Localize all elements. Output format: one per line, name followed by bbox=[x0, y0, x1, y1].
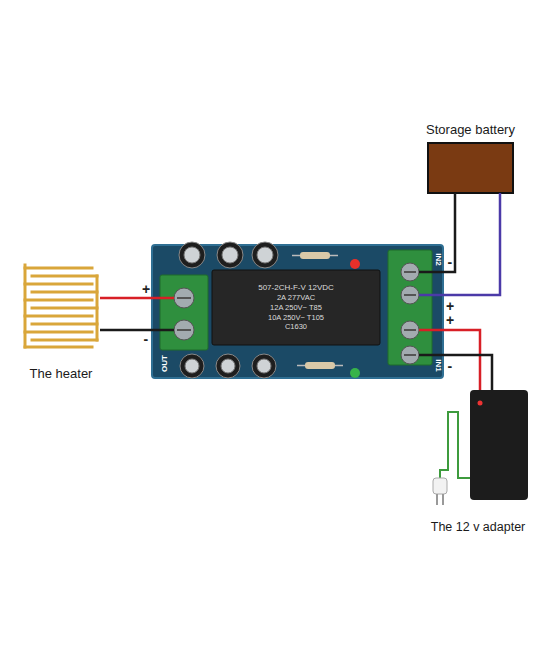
adapter: The 12 v adapter bbox=[470, 390, 528, 500]
polarity-sign: - bbox=[448, 359, 453, 373]
terminal-name: IN1 bbox=[434, 359, 443, 371]
part-label: The 12 v adapter bbox=[431, 520, 526, 534]
part-label: Storage battery bbox=[426, 122, 515, 137]
polarity-sign: + bbox=[446, 313, 454, 327]
wire bbox=[100, 297, 152, 300]
polarity-sign: - bbox=[448, 255, 453, 269]
polarity-sign: + bbox=[142, 282, 150, 296]
relay-marking: 2A 277VAC bbox=[277, 293, 315, 303]
wire bbox=[443, 193, 455, 272]
polarity-sign: + bbox=[446, 299, 454, 313]
wire bbox=[443, 330, 480, 390]
mains-plug bbox=[433, 478, 447, 505]
heater-element bbox=[25, 265, 97, 347]
terminal-name: IN2 bbox=[434, 253, 443, 265]
polarity-sign: - bbox=[144, 332, 149, 346]
relay-module-board bbox=[152, 242, 443, 378]
relay-marking: 12A 250V~ T85 bbox=[270, 303, 322, 313]
power-adapter bbox=[470, 390, 528, 500]
relay-module: OUT IN2IN1 507-2CH-F-V 12VDC2A 277VAC12A 2… bbox=[152, 245, 443, 378]
power-cord bbox=[440, 412, 470, 478]
storage-battery: Storage battery bbox=[428, 143, 513, 193]
wire bbox=[443, 355, 492, 390]
terminal-name: OUT bbox=[159, 355, 168, 372]
relay-marking: 10A 250V~ T105 bbox=[268, 313, 324, 323]
battery-body bbox=[428, 143, 513, 193]
adapter-led bbox=[478, 401, 483, 406]
heater: The heater bbox=[22, 262, 100, 350]
relay-marking: C1630 bbox=[285, 322, 307, 332]
wire bbox=[443, 193, 500, 295]
relay: 507-2CH-F-V 12VDC2A 277VAC12A 250V~ T851… bbox=[212, 270, 380, 345]
wire bbox=[100, 329, 152, 332]
part-label: The heater bbox=[30, 366, 93, 381]
relay-marking: 507-2CH-F-V 12VDC bbox=[258, 283, 334, 293]
